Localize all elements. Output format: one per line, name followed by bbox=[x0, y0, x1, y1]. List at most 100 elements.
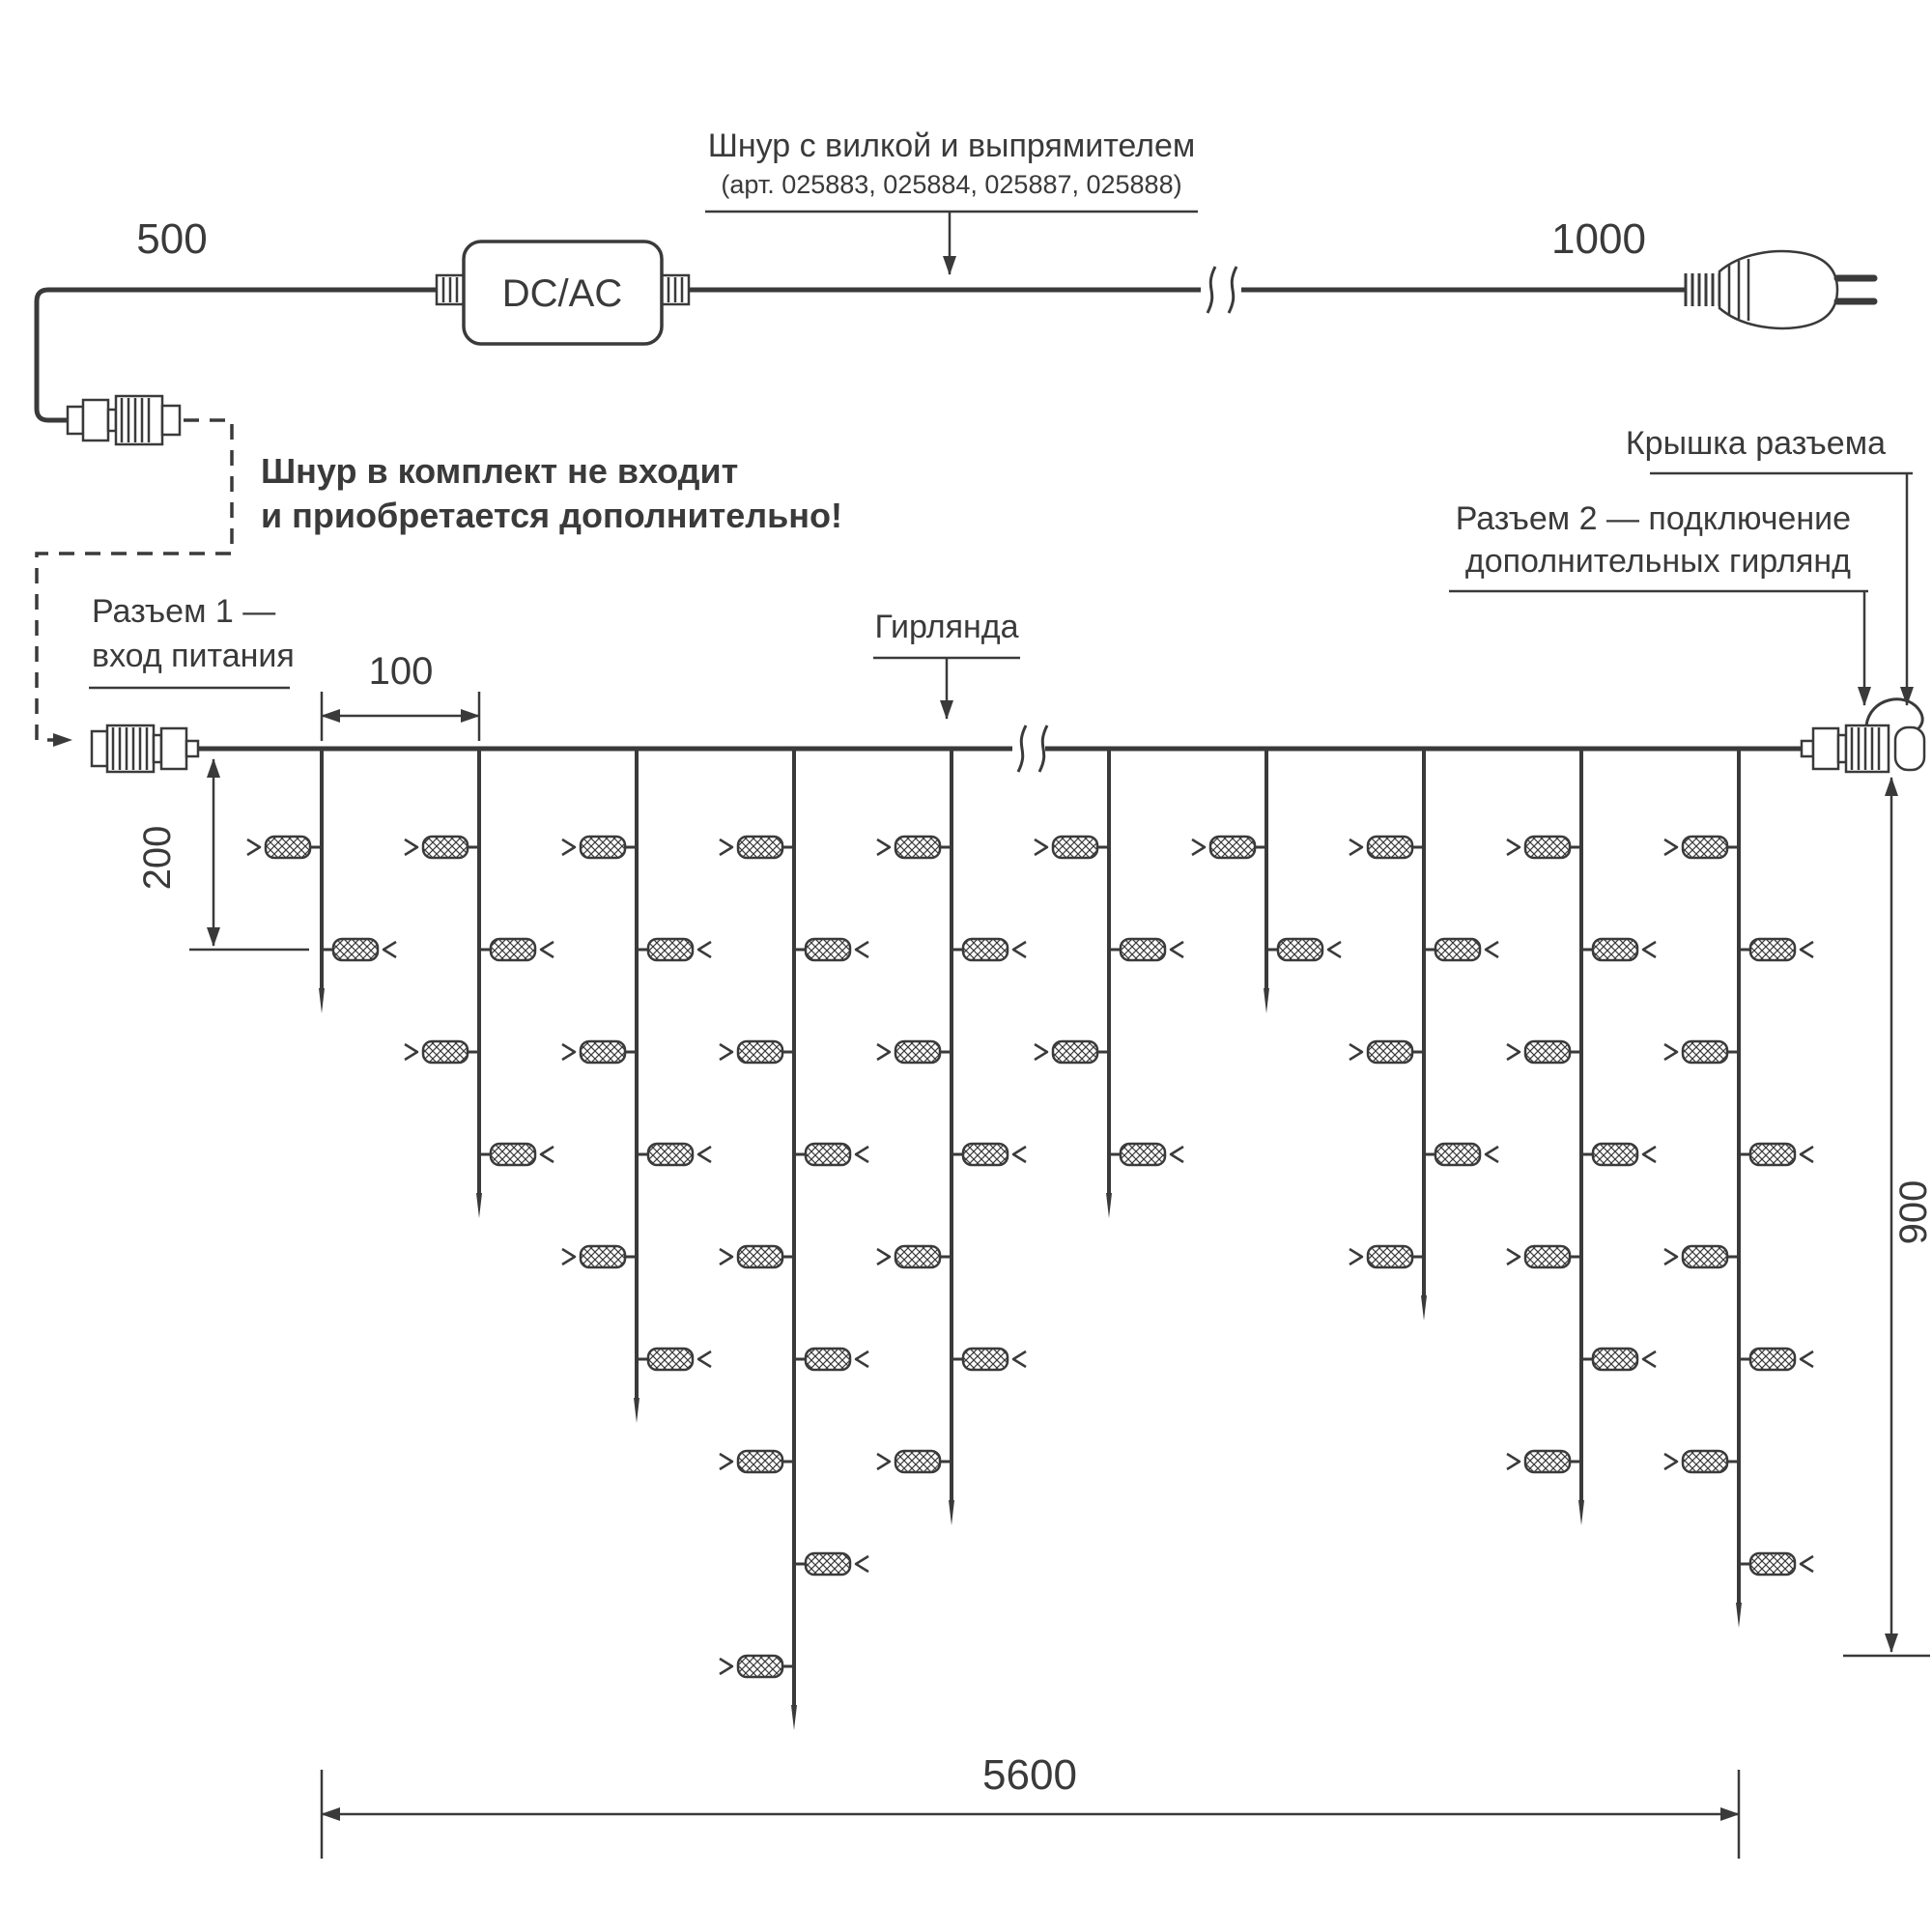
garland-break-mark bbox=[1016, 724, 1028, 773]
lamp-clip-icon bbox=[1641, 1350, 1657, 1369]
lamp-clip-icon bbox=[1663, 1042, 1679, 1062]
lamp-bulb bbox=[1523, 835, 1572, 860]
lamp-clip-icon bbox=[876, 1042, 892, 1062]
dim5600-label: 5600 bbox=[982, 1751, 1077, 1799]
plug-body bbox=[1718, 249, 1839, 330]
dim-500-label: 500 bbox=[136, 215, 207, 263]
lamp-bulb bbox=[894, 1244, 942, 1269]
cord-break-mark bbox=[1206, 266, 1217, 314]
lamp-bulb bbox=[1366, 1244, 1414, 1269]
lamp-bulb bbox=[1591, 1142, 1639, 1167]
drop-tip bbox=[634, 1398, 639, 1423]
lamp-bulb bbox=[804, 1347, 852, 1372]
lamp-bulb bbox=[1748, 1142, 1797, 1167]
lamp-bulb bbox=[489, 1142, 537, 1167]
drop-tip bbox=[949, 1500, 954, 1525]
lamp-clip-icon bbox=[1506, 1452, 1521, 1471]
lamp-bulb bbox=[1208, 835, 1257, 860]
lamp-bulb bbox=[736, 1654, 784, 1679]
lamp-bulb bbox=[1119, 1142, 1167, 1167]
lamp-bulb bbox=[646, 1347, 695, 1372]
lamp-bulb bbox=[331, 937, 380, 962]
garland-connector2 bbox=[1800, 697, 1926, 774]
lamp-clip-icon bbox=[854, 1145, 869, 1164]
connector-body bbox=[159, 726, 188, 771]
lamp-bulb bbox=[804, 937, 852, 962]
lamp-bulb bbox=[1748, 1347, 1797, 1372]
lamp-bulb bbox=[736, 835, 784, 860]
lamp-clip-icon bbox=[246, 838, 262, 857]
dcac-label: DC/AC bbox=[502, 272, 622, 315]
lamp-bulb bbox=[894, 1039, 942, 1065]
lamp-bulb bbox=[894, 835, 942, 860]
dim200-label: 200 bbox=[136, 826, 179, 891]
drop-tip bbox=[791, 1705, 797, 1730]
lamp-clip-icon bbox=[561, 1042, 577, 1062]
lamp-clip-icon bbox=[1799, 1145, 1814, 1164]
garland-drop bbox=[1506, 749, 1657, 1525]
lamp-clip-icon bbox=[1663, 838, 1679, 857]
cord-output-connector bbox=[66, 394, 182, 446]
connector-knurl bbox=[1844, 724, 1890, 774]
lamp-bulb bbox=[804, 1142, 852, 1167]
lamp-clip-icon bbox=[876, 1247, 892, 1266]
lamp-bulb bbox=[1681, 1449, 1729, 1474]
garland-drop bbox=[1191, 749, 1342, 1013]
lamp-clip-icon bbox=[1484, 940, 1499, 959]
lamp-clip-icon bbox=[696, 940, 712, 959]
drop-tip bbox=[1106, 1193, 1112, 1218]
lamp-clip-icon bbox=[1641, 1145, 1657, 1164]
drop-tip bbox=[1421, 1295, 1427, 1321]
lamp-bulb bbox=[1681, 1244, 1729, 1269]
lamp-clip-icon bbox=[1349, 838, 1364, 857]
connector-stem bbox=[185, 739, 200, 758]
connector-cap-cover bbox=[1893, 725, 1926, 772]
garland-drops bbox=[246, 749, 1814, 1730]
not-included-dashed-link bbox=[35, 418, 234, 747]
lamp-clip-icon bbox=[1034, 838, 1049, 857]
lamp-clip-icon bbox=[539, 1145, 554, 1164]
cord-title: Шнур с вилкой и выпрямителем bbox=[708, 128, 1196, 164]
lamp-bulb bbox=[1591, 937, 1639, 962]
lamp-clip-icon bbox=[1641, 940, 1657, 959]
lamp-clip-icon bbox=[1349, 1042, 1364, 1062]
lamp-clip-icon bbox=[1506, 1247, 1521, 1266]
lamp-clip-icon bbox=[876, 1452, 892, 1471]
lamp-clip-icon bbox=[876, 838, 892, 857]
lamp-clip-icon bbox=[696, 1350, 712, 1369]
lamp-clip-icon bbox=[1506, 838, 1521, 857]
connector2-label-line2: дополнительных гирлянд bbox=[1465, 543, 1851, 580]
connector2-label-line1: Разъем 2 — подключение bbox=[1456, 500, 1851, 537]
lamp-bulb bbox=[1434, 937, 1482, 962]
lamp-clip-icon bbox=[539, 940, 554, 959]
cap-tether-wire bbox=[1864, 697, 1924, 730]
lamp-bulb bbox=[579, 1039, 627, 1065]
garland-drop bbox=[1349, 749, 1499, 1321]
lamp-clip-icon bbox=[382, 940, 397, 959]
lamp-clip-icon bbox=[854, 1554, 869, 1574]
garland-drop bbox=[1034, 749, 1184, 1218]
lamp-bulb bbox=[489, 937, 537, 962]
connector1-label-line1: Разъем 1 — bbox=[92, 593, 275, 630]
lamp-clip-icon bbox=[1011, 940, 1027, 959]
lamp-bulb bbox=[1523, 1449, 1572, 1474]
lamp-clip-icon bbox=[1034, 1042, 1049, 1062]
lamp-clip-icon bbox=[719, 1657, 734, 1676]
lamp-bulb bbox=[1366, 1039, 1414, 1065]
note-line2: и приобретается дополнительно! bbox=[261, 496, 842, 535]
lamp-clip-icon bbox=[1191, 838, 1207, 857]
drop-tip bbox=[476, 1193, 482, 1218]
lamp-bulb bbox=[579, 835, 627, 860]
drop-tip bbox=[319, 988, 325, 1013]
note-line1: Шнур в комплект не входит bbox=[261, 451, 738, 491]
garland-drop bbox=[404, 749, 554, 1218]
lamp-bulb bbox=[1119, 937, 1167, 962]
lamp-clip-icon bbox=[696, 1145, 712, 1164]
lamp-bulb bbox=[1276, 937, 1324, 962]
lamp-clip-icon bbox=[561, 1247, 577, 1266]
lamp-clip-icon bbox=[719, 1452, 734, 1471]
cord-break-mark bbox=[1227, 266, 1238, 314]
garland-label: Гирлянда bbox=[874, 609, 1018, 645]
